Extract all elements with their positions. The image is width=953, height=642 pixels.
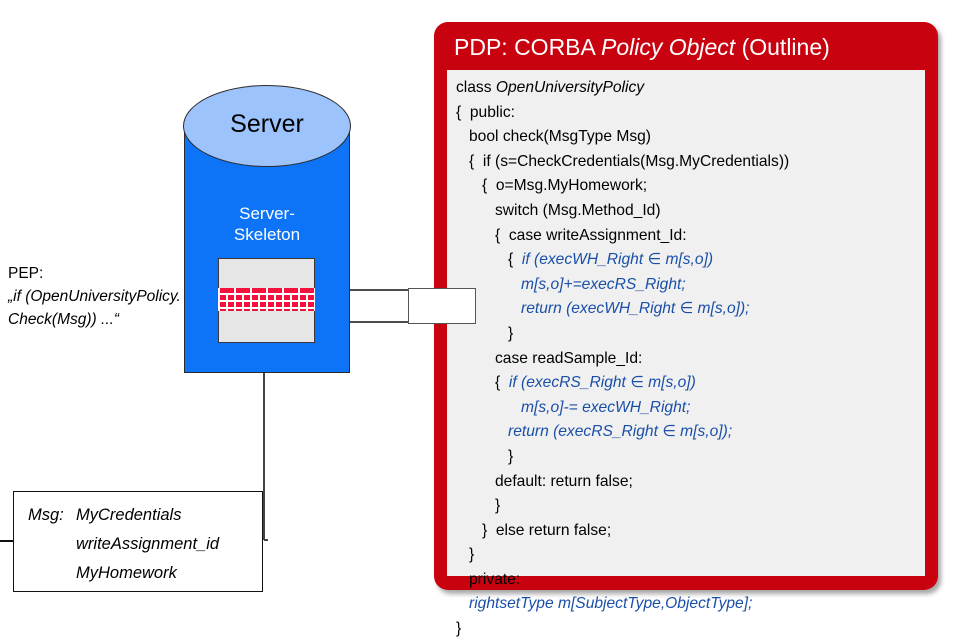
code-token: } xyxy=(456,620,462,638)
code-indent xyxy=(456,227,495,244)
pep-code-line2: Check(Msg)) ...“ xyxy=(8,311,120,328)
code-indent xyxy=(456,251,508,268)
code-token: { xyxy=(495,374,509,392)
firewall-brick-icon xyxy=(218,288,315,311)
code-indent xyxy=(456,473,495,490)
message-label: Msg: xyxy=(28,506,64,524)
pdp-panel-title: PDP: CORBA Policy Object (Outline) xyxy=(454,34,830,61)
code-token: switch (Msg.Method_Id) xyxy=(495,201,661,219)
code-indent xyxy=(456,350,495,367)
pep-title: PEP: xyxy=(8,265,44,282)
code-line: switch (Msg.Method_Id) xyxy=(456,199,925,224)
code-indent xyxy=(456,448,508,465)
code-indent xyxy=(456,374,495,391)
code-token: { xyxy=(508,251,522,269)
code-indent xyxy=(456,423,508,440)
code-line: case readSample_Id: xyxy=(456,347,925,372)
message-row: Msg: MyCredentials xyxy=(28,501,262,530)
code-indent xyxy=(456,399,521,416)
code-token: } xyxy=(508,324,514,342)
code-indent xyxy=(456,128,469,145)
policy-code-block: class OpenUniversityPolicy { public: bool… xyxy=(447,70,925,637)
code-line: } xyxy=(456,543,925,568)
server-skeleton-label: Server- Skeleton xyxy=(184,203,350,245)
server-label: Server xyxy=(230,110,304,138)
server-skeleton-label-line1: Server- xyxy=(239,204,295,223)
code-token: OpenUniversityPolicy xyxy=(495,79,645,96)
message-field: writeAssignment_id xyxy=(76,535,220,553)
code-indent xyxy=(456,595,469,612)
code-line: return (execWH_Right ∈ m[s,o]); xyxy=(456,297,925,322)
code-line: default: return false; xyxy=(456,470,925,495)
code-line: class OpenUniversityPolicy xyxy=(456,76,925,101)
code-indent xyxy=(456,497,495,514)
code-line: return (execRS_Right ∈ m[s,o]); xyxy=(456,420,925,445)
code-line: { if (execWH_Right ∈ m[s,o]) xyxy=(456,248,925,273)
code-token: { o=Msg.MyHomework; xyxy=(482,177,648,195)
code-indent xyxy=(456,202,495,219)
code-indent xyxy=(456,177,482,194)
code-token: bool check(MsgType Msg) xyxy=(469,128,651,146)
code-line: m[s,o]-= execWH_Right; xyxy=(456,396,925,421)
code-token: if (execWH_Right ∈ m[s,o]) xyxy=(521,251,714,269)
code-line: m[s,o]+=execRS_Right; xyxy=(456,273,925,298)
code-token: } xyxy=(508,447,514,465)
code-line: } xyxy=(456,494,925,519)
code-indent xyxy=(456,153,469,170)
code-line: } xyxy=(456,445,925,470)
pep-code-line1: „if (OpenUniversityPolicy. xyxy=(8,288,181,305)
server-skeleton-label-line2: Skeleton xyxy=(233,225,301,244)
code-line: { public: xyxy=(456,101,925,126)
pdp-title-emphasis: Policy Object xyxy=(600,34,736,60)
code-line: } xyxy=(456,617,925,642)
code-indent xyxy=(456,325,508,342)
code-token: m[s,o]+=execRS_Right; xyxy=(521,275,686,293)
code-indent xyxy=(456,571,469,588)
message-row: MyHomework xyxy=(28,559,262,588)
message-row: writeAssignment_id xyxy=(28,530,262,559)
architecture-diagram: Server Server- Skeleton PEP: „if (OpenUn… xyxy=(0,0,430,606)
code-token: class xyxy=(456,79,496,96)
message-box: Msg: MyCredentials writeAssignment_id MyH… xyxy=(13,491,263,592)
code-line: { if (s=CheckCredentials(Msg.MyCredentia… xyxy=(456,150,925,175)
pdp-panel: PDP: CORBA Policy Object (Outline) class… xyxy=(434,22,938,637)
code-token: rightsetType m[SubjectType,ObjectType]; xyxy=(469,595,753,613)
code-line: { if (execRS_Right ∈ m[s,o]) xyxy=(456,371,925,396)
connector-endpoint-box xyxy=(408,288,476,324)
code-token: case readSample_Id: xyxy=(495,349,643,367)
code-token: return (execWH_Right ∈ m[s,o]); xyxy=(521,300,750,318)
code-line: { case writeAssignment_Id: xyxy=(456,224,925,249)
pep-caption: PEP: „if (OpenUniversityPolicy. Check(Ms… xyxy=(8,262,223,331)
code-token: if (execRS_Right ∈ m[s,o]) xyxy=(508,374,696,392)
server-cylinder-top xyxy=(183,85,351,167)
code-token: } xyxy=(469,546,475,564)
code-line: rightsetType m[SubjectType,ObjectType]; xyxy=(456,592,925,617)
code-token: return (execRS_Right ∈ m[s,o]); xyxy=(508,423,733,441)
message-field: MyCredentials xyxy=(76,506,182,524)
code-token: } xyxy=(495,497,501,515)
message-field: MyHomework xyxy=(76,564,177,582)
pdp-title-prefix: PDP: CORBA xyxy=(454,34,601,60)
code-token: private: xyxy=(469,570,521,588)
code-line: private: xyxy=(456,568,925,593)
code-line: } xyxy=(456,322,925,347)
pdp-title-suffix: (Outline) xyxy=(735,34,830,60)
code-token: { case writeAssignment_Id: xyxy=(495,226,687,244)
code-token: } else return false; xyxy=(482,521,612,539)
code-token: { public: xyxy=(456,103,515,121)
code-line: { o=Msg.MyHomework; xyxy=(456,174,925,199)
code-token: default: return false; xyxy=(495,472,633,490)
code-indent xyxy=(456,522,482,539)
code-line: } else return false; xyxy=(456,519,925,544)
code-token: m[s,o]-= execWH_Right; xyxy=(521,398,691,416)
code-line: bool check(MsgType Msg) xyxy=(456,125,925,150)
code-indent xyxy=(456,546,469,563)
code-token: { if (s=CheckCredentials(Msg.MyCredentia… xyxy=(469,152,790,170)
